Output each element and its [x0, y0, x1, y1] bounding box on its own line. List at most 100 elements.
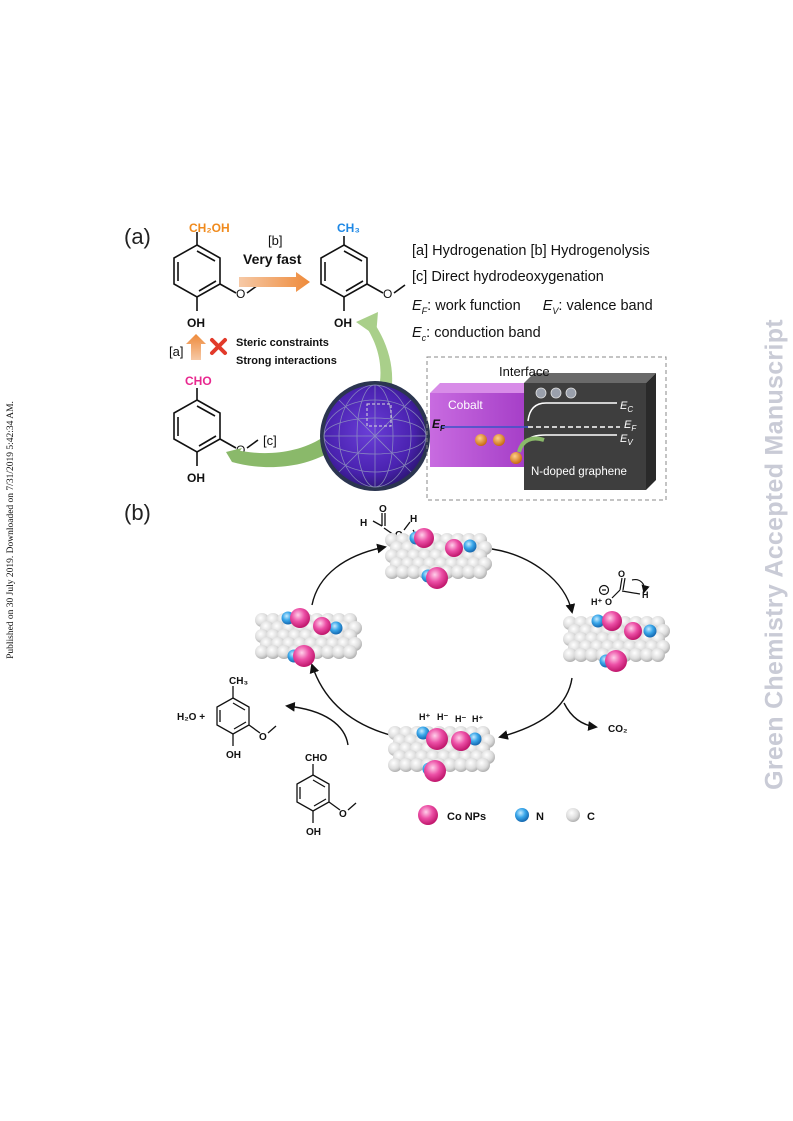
- reactant-vanillin: [296, 764, 357, 823]
- cobalt-nanoparticle: [426, 728, 448, 750]
- carbon-atom: [574, 648, 588, 662]
- carbon-atom: [454, 758, 468, 772]
- legend-line-2: [c] Direct hydrodeoxygenation: [412, 269, 604, 285]
- ef-left-label: EF: [432, 417, 446, 433]
- holes: [475, 434, 522, 464]
- legend-c-label: C: [587, 811, 595, 823]
- formic-h2-label: H: [410, 514, 417, 525]
- hole-transfer-arrow: [517, 436, 545, 453]
- cobalt-nanoparticle: [445, 539, 463, 557]
- ec-sub: c: [421, 332, 427, 343]
- formate-o-label: O: [605, 597, 612, 607]
- ev-sub: V: [552, 305, 559, 316]
- cobalt-nanoparticle: [624, 622, 642, 640]
- cho-label: CHO: [185, 374, 212, 388]
- carbon-atom: [399, 758, 413, 772]
- ndoped-label: N-doped graphene: [531, 466, 627, 478]
- carbon-atom: [388, 758, 402, 772]
- oh-label-a3: OH: [187, 471, 205, 485]
- cluster-left: [255, 608, 362, 667]
- ec-label: EC: [620, 400, 633, 414]
- ec-symbol: E: [412, 325, 422, 341]
- steric-text: Steric constraints: [236, 337, 329, 349]
- ev-symbol: E: [542, 298, 553, 314]
- co2-label: CO₂: [608, 724, 627, 735]
- interface-title: Interface: [499, 364, 550, 379]
- ch3-label: CH₃: [337, 221, 360, 235]
- legend-n-icon: [515, 808, 529, 822]
- carbon-atom: [255, 645, 269, 659]
- oh-label-a2: OH: [334, 316, 352, 330]
- carbon-atom: [410, 758, 424, 772]
- carbon-atom: [640, 648, 654, 662]
- h-minus-label-2: H⁻: [455, 714, 466, 724]
- carbon-atom: [443, 758, 457, 772]
- legend-n-label: N: [536, 811, 544, 823]
- legend-co-icon: [418, 805, 438, 825]
- carbon-atom: [343, 645, 357, 659]
- hydrogenation-arrow: [186, 334, 206, 360]
- product-creosol: [216, 686, 277, 746]
- formic-o-label: O: [379, 504, 387, 515]
- interface-inset-frame: [426, 356, 667, 501]
- carbon-atom: [629, 648, 643, 662]
- nitrogen-atom: [643, 624, 657, 638]
- legend-line-1: [a] Hydrogenation [b] Hydrogenolysis: [412, 243, 650, 259]
- step-a-label: [a]: [169, 344, 183, 359]
- nitrogen-atom: [463, 539, 477, 553]
- electrons: [535, 387, 577, 399]
- carbon-atom: [277, 645, 291, 659]
- ef-text: : work function: [427, 298, 521, 314]
- panel-a-label: (a): [124, 224, 151, 249]
- h-plus-label-4: H⁺: [591, 597, 602, 607]
- cobalt-nanoparticle: [313, 617, 331, 635]
- cobalt-nanoparticle: [424, 760, 446, 782]
- very-fast-label: Very fast: [243, 251, 302, 267]
- ef-right-label: EF: [624, 419, 637, 433]
- cobalt-nanoparticle: [602, 611, 622, 631]
- nitrogen-atom: [591, 614, 605, 628]
- carbon-atom: [563, 648, 577, 662]
- graphene-block: [524, 373, 656, 490]
- product-oh-label: OH: [226, 750, 241, 761]
- h-plus-label-2: H⁺: [472, 714, 483, 724]
- ef-symbol: E: [412, 298, 422, 314]
- carbon-atom: [385, 565, 399, 579]
- step-c-label: [c]: [263, 433, 277, 448]
- carbon-atom: [407, 565, 421, 579]
- reactant-oh-label: OH: [306, 827, 321, 838]
- interactions-text: Strong interactions: [236, 355, 337, 367]
- cobalt-nanoparticle: [414, 528, 434, 548]
- molecule-creosol: [320, 236, 406, 311]
- carbon-atom: [462, 565, 476, 579]
- nitrogen-atom: [468, 732, 482, 746]
- ev-text: : valence band: [558, 298, 653, 314]
- carbon-atom: [396, 565, 410, 579]
- product-ch3-label: CH₃: [229, 676, 248, 687]
- h-minus-label-1: H⁻: [437, 712, 448, 722]
- ec-text: : conduction band: [426, 325, 541, 341]
- carbon-atom: [585, 648, 599, 662]
- oh-label-a1: OH: [187, 316, 205, 330]
- ef-sub: F: [421, 305, 428, 316]
- formate-intermediate: [598, 577, 650, 599]
- carbon-atom: [332, 645, 346, 659]
- hydrogenolysis-arrow: [239, 272, 310, 292]
- ch2oh-label: CH₂OH: [189, 221, 230, 235]
- reactant-cho-label: CHO: [305, 753, 327, 764]
- h-plus-label-1: H⁺: [419, 712, 430, 722]
- cobalt-nanoparticle: [290, 608, 310, 628]
- cycle-arrows: [285, 543, 598, 746]
- carbon-atom: [476, 758, 490, 772]
- reactant-o-label: O: [339, 809, 347, 820]
- cobalt-nanoparticle: [451, 731, 471, 751]
- product-arrowhead: [356, 312, 378, 336]
- formic-h-label: H: [360, 518, 367, 529]
- ev-label: EV: [620, 433, 633, 447]
- h2o-label: H₂O +: [177, 712, 205, 723]
- step-b-label: [b]: [268, 233, 282, 248]
- cobalt-label: Cobalt: [448, 398, 483, 412]
- nitrogen-atom: [329, 621, 343, 635]
- cluster-top: [385, 528, 492, 589]
